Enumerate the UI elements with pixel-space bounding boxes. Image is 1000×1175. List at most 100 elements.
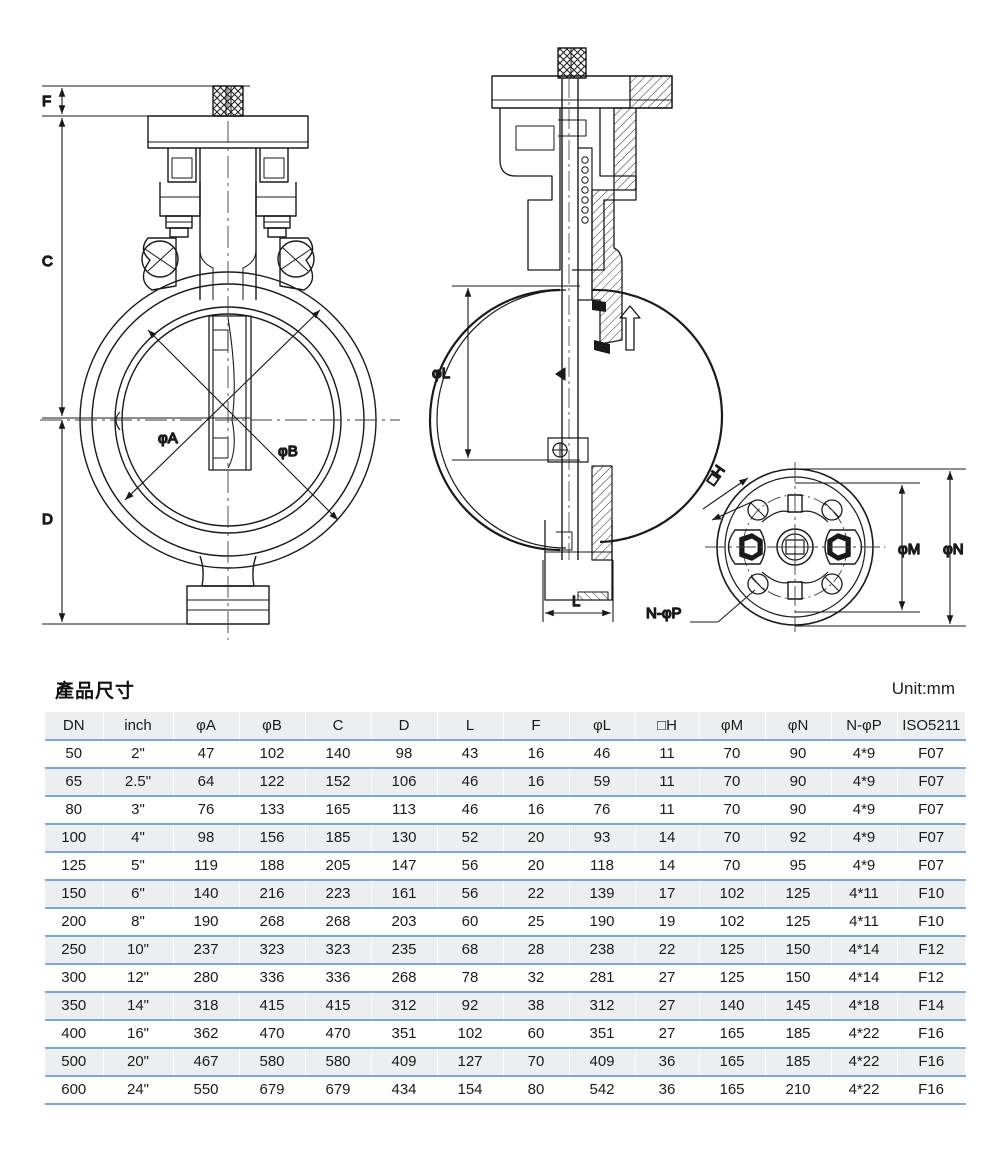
cell-h: 22: [635, 936, 700, 965]
cell-f: 20: [503, 852, 570, 881]
label-l: L: [572, 593, 580, 610]
cell-phi-b: 102: [239, 740, 306, 769]
cell-phi-m: 140: [699, 992, 766, 1021]
cell-f: 32: [503, 964, 570, 993]
cell-c: 470: [305, 1020, 372, 1049]
cell-iso5211: F07: [897, 768, 965, 797]
cell-n-phi-p: 4*9: [831, 740, 898, 769]
bracket-left-lower: [159, 182, 201, 217]
label-d: D: [42, 511, 53, 528]
cell-n-phi-p: 4*9: [831, 824, 898, 853]
cell-iso5211: F14: [897, 992, 965, 1021]
cell-iso5211: F07: [897, 796, 966, 825]
cell-h: 11: [635, 768, 700, 797]
cell-phi-b: 133: [239, 796, 306, 825]
cell-inch: 2.5": [103, 768, 174, 797]
label-phi-n: φN: [943, 541, 964, 558]
cell-d: 130: [371, 824, 438, 853]
cell-h: 27: [635, 964, 700, 993]
front-view: F C D: [40, 85, 400, 640]
cell-dn: 600: [45, 1076, 104, 1105]
cell-n-phi-p: 4*11: [831, 908, 898, 937]
cell-phi-a: 47: [173, 740, 240, 769]
cell-phi-b: 188: [239, 852, 306, 881]
cell-n-phi-p: 4*14: [831, 936, 898, 965]
label-c: C: [42, 253, 53, 270]
cell-l: 60: [437, 908, 504, 937]
cell-inch: 6": [103, 880, 174, 909]
cell-c: 185: [305, 824, 372, 853]
cell-f: 38: [503, 992, 570, 1021]
cell-inch: 5": [103, 852, 174, 881]
disc-arc-right: [591, 288, 724, 544]
cell-d: 113: [371, 796, 438, 825]
cell-l: 102: [437, 1020, 504, 1049]
bracket-inner-box: [515, 125, 555, 151]
cell-phi-m: 70: [699, 824, 766, 853]
cell-phi-l: 46: [569, 740, 636, 769]
cell-phi-b: 216: [239, 880, 306, 909]
cell-phi-n: 185: [765, 1020, 832, 1049]
cell-phi-m: 165: [699, 1020, 766, 1049]
cell-c: 268: [305, 908, 372, 937]
lug-left: [141, 237, 179, 291]
cell-phi-a: 64: [173, 768, 240, 797]
cell-phi-l: 139: [569, 880, 636, 909]
col-header-phim: φM: [699, 712, 766, 741]
body-hatch: [591, 189, 623, 345]
cell-l: 56: [437, 880, 504, 909]
col-header-f: F: [503, 712, 570, 741]
cell-f: 28: [503, 936, 570, 965]
cell-phi-l: 281: [569, 964, 636, 993]
cell-phi-a: 76: [173, 796, 240, 825]
cell-phi-a: 318: [173, 992, 240, 1021]
top-flange-view: φM φN □H: [645, 462, 966, 632]
col-header-inch: inch: [103, 712, 174, 741]
cell-inch: 20": [103, 1048, 174, 1077]
cell-l: 127: [437, 1048, 504, 1077]
unit-label: Unit:mm: [891, 679, 955, 698]
cell-phi-n: 90: [765, 740, 832, 769]
bracket-left-upper: [167, 148, 197, 183]
dim-phi-l: [452, 285, 580, 461]
cell-f: 22: [503, 880, 570, 909]
col-header-phin: φN: [765, 712, 832, 741]
cell-c: 165: [305, 796, 372, 825]
cell-inch: 24": [103, 1076, 174, 1105]
cell-phi-n: 210: [765, 1076, 832, 1105]
cell-f: 16: [503, 768, 570, 797]
cell-n-phi-p: 4*9: [831, 796, 898, 825]
table-header-bar: 產品尺寸 Unit:mm: [0, 670, 1000, 712]
cell-phi-b: 156: [239, 824, 306, 853]
section-bracket-left: [499, 108, 561, 271]
center-lines: [40, 86, 400, 640]
col-header-phib: φB: [239, 712, 306, 741]
cell-phi-l: 93: [569, 824, 636, 853]
cell-c: 323: [305, 936, 372, 965]
cell-phi-n: 90: [765, 768, 832, 797]
cell-c: 679: [305, 1076, 372, 1105]
disc-arc-left: [428, 288, 561, 552]
pin-block: [547, 437, 589, 463]
cell-dn: 150: [45, 880, 104, 909]
bolt-right: [263, 215, 291, 238]
cell-l: 52: [437, 824, 504, 853]
col-header-l: L: [437, 712, 504, 741]
cell-phi-a: 362: [173, 1020, 240, 1049]
cell-inch: 8": [103, 908, 174, 937]
cell-d: 147: [371, 852, 438, 881]
cell-phi-a: 98: [173, 824, 240, 853]
cell-c: 152: [305, 768, 372, 797]
cell-phi-b: 580: [239, 1048, 306, 1077]
cell-phi-m: 70: [699, 796, 766, 825]
cell-dn: 50: [45, 740, 104, 769]
cell-phi-a: 550: [173, 1076, 240, 1105]
cell-iso5211: F10: [897, 908, 966, 937]
cell-inch: 2": [103, 740, 174, 769]
